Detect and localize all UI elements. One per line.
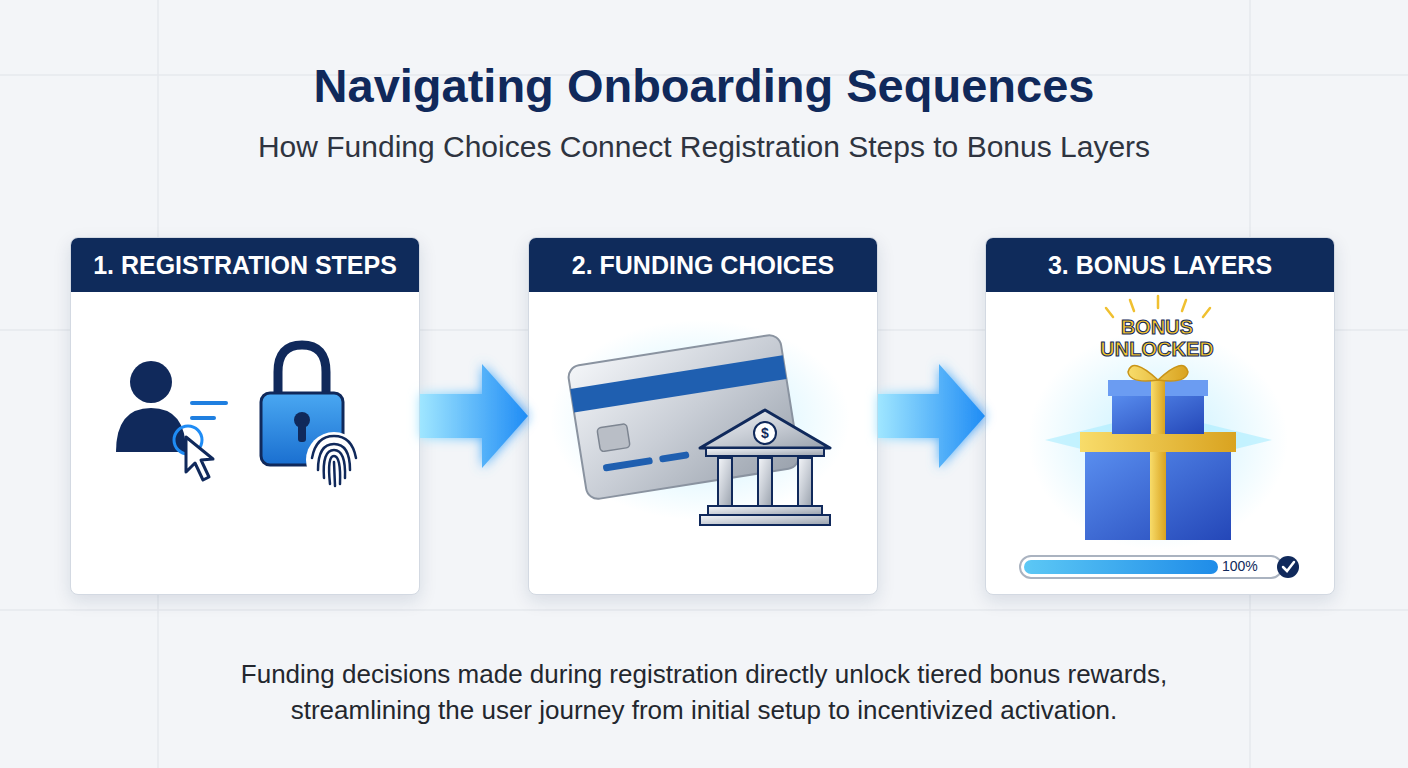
bank-icon: $ (700, 410, 830, 525)
flow-arrow-shape (878, 364, 985, 468)
flow-arrow-shape (420, 364, 528, 468)
process-card: 1. REGISTRATION STEPS (70, 237, 420, 595)
diagram-caption: Funding decisions made during registrati… (184, 656, 1224, 728)
progress-bar (1020, 556, 1299, 578)
flow-arrow (420, 364, 528, 468)
progress-percent: 100% (1222, 558, 1270, 574)
card-heading: 2. FUNDING CHOICES (529, 238, 877, 292)
flow-arrow (878, 364, 985, 468)
card-heading: 3. BONUS LAYERS (986, 238, 1334, 292)
badge-text: BONUS UNLOCKED (1097, 316, 1217, 360)
diagram-title: Navigating Onboarding Sequences (0, 58, 1408, 113)
svg-text:$: $ (761, 425, 769, 441)
credit-card-icon (550, 320, 850, 520)
subtitle: How Funding Choices Connect Registration… (0, 130, 1408, 164)
card-heading: 1. REGISTRATION STEPS (71, 238, 419, 292)
